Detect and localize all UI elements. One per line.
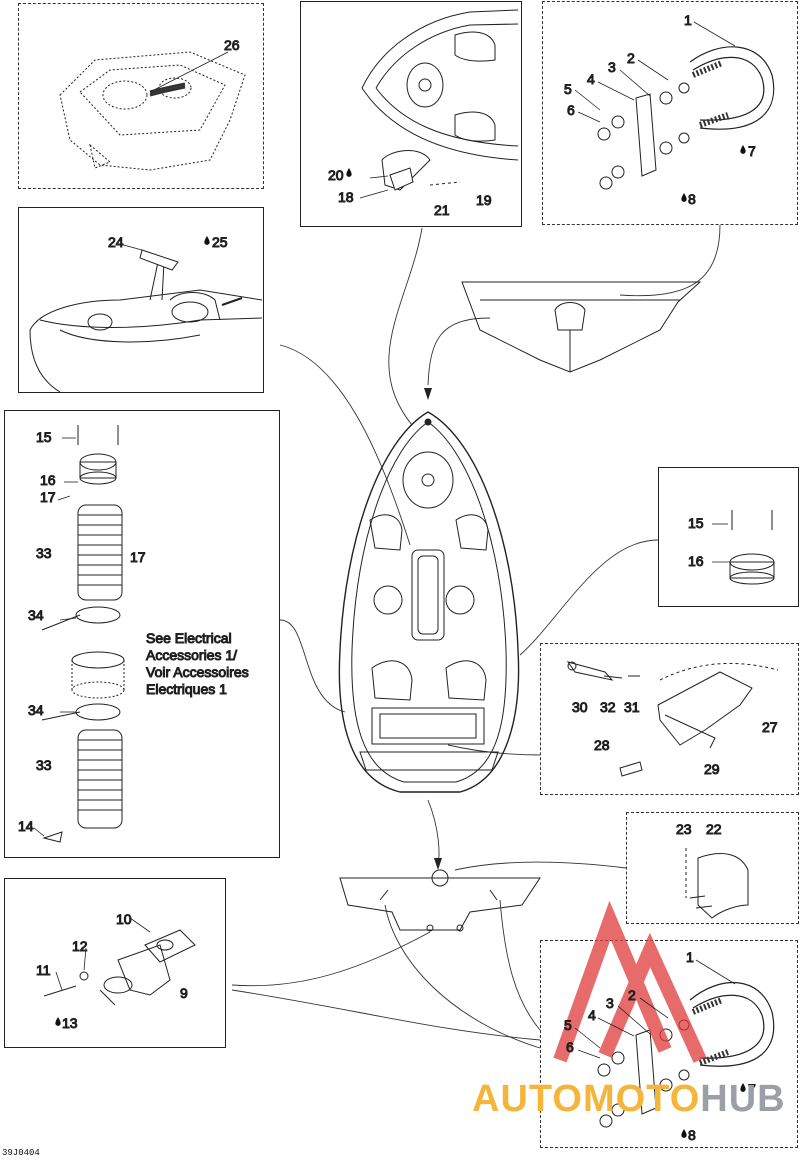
rear-eye-top-drawing bbox=[597, 46, 775, 190]
droplet-icon bbox=[346, 168, 352, 177]
callout-d-10: 10 bbox=[116, 911, 132, 927]
console-tray-drawing bbox=[59, 51, 246, 171]
droplet-icon bbox=[204, 236, 210, 245]
watermark-part-1: AUTOMOTO bbox=[472, 1078, 701, 1120]
callout-tr-6: 6 bbox=[567, 102, 575, 118]
droplet-icons bbox=[55, 145, 746, 1138]
droplet-icon bbox=[740, 145, 746, 154]
callout-mr-16: 16 bbox=[688, 553, 704, 569]
steering-cover-drawing bbox=[29, 249, 263, 393]
note-line-1: See Electrical bbox=[146, 630, 232, 646]
callout-f-30: 30 bbox=[572, 699, 588, 715]
hull-drawing bbox=[338, 411, 520, 793]
callout-d-13: 13 bbox=[62, 1015, 78, 1031]
callout-tr-5: 5 bbox=[564, 81, 572, 97]
callout-br-8: 8 bbox=[688, 1127, 696, 1143]
callout-tr-1: 1 bbox=[684, 12, 692, 28]
panel-ventilation bbox=[4, 410, 280, 858]
panel-rear-eye-top bbox=[542, 1, 798, 225]
callout-d-9: 9 bbox=[180, 985, 188, 1001]
callout-l-17a: 17 bbox=[40, 489, 56, 505]
callout-br-7: 7 bbox=[748, 1081, 756, 1097]
callout-24: 24 bbox=[108, 234, 124, 250]
callout-l-17b: 17 bbox=[130, 549, 146, 565]
callout-f-27: 27 bbox=[762, 719, 778, 735]
callout-l-33a: 33 bbox=[36, 545, 52, 561]
watermark-text: AUTOMOTOHUB bbox=[472, 1078, 786, 1121]
note-line-4: Electriques 1 bbox=[146, 681, 227, 697]
droplet-icon bbox=[681, 193, 687, 202]
front-hatch-drawing bbox=[361, 9, 519, 191]
callout-21: 21 bbox=[434, 202, 450, 218]
callout-leaders bbox=[33, 21, 736, 1059]
callout-l-15: 15 bbox=[36, 429, 52, 445]
callout-f-28: 28 bbox=[594, 737, 610, 753]
callout-f-32: 32 bbox=[600, 699, 616, 715]
watermark-part-2: HUB bbox=[700, 1078, 786, 1120]
callout-26: 26 bbox=[224, 37, 240, 53]
panel-vent-cap bbox=[658, 467, 799, 607]
callout-d-12: 12 bbox=[72, 938, 88, 954]
callout-tr-2: 2 bbox=[627, 50, 635, 66]
arrow-heads bbox=[424, 388, 442, 870]
callout-tr-4: 4 bbox=[587, 71, 595, 87]
bracket-drawing bbox=[685, 848, 749, 919]
callout-br-1: 1 bbox=[686, 949, 694, 965]
callout-br-2: 2 bbox=[628, 987, 636, 1003]
callout-20: 20 bbox=[328, 167, 344, 183]
callout-l-33b: 33 bbox=[36, 757, 52, 773]
callout-d-11: 11 bbox=[36, 962, 51, 978]
callout-l-34a: 34 bbox=[28, 607, 44, 623]
stern-drawing bbox=[339, 869, 541, 932]
drawing-code: 39J0404 bbox=[2, 1148, 40, 1158]
hose-bottom bbox=[77, 729, 123, 829]
callout-l-34b: 34 bbox=[28, 702, 44, 718]
callout-25: 25 bbox=[212, 234, 228, 250]
note-line-3: Voir Accessoires bbox=[146, 664, 249, 680]
callout-tr-8: 8 bbox=[688, 191, 696, 207]
callout-br-3: 3 bbox=[606, 995, 614, 1011]
connector-lines bbox=[231, 224, 721, 1049]
callout-l-14: 14 bbox=[18, 818, 34, 834]
ventilation-drawing bbox=[41, 425, 125, 843]
callout-tr-7: 7 bbox=[748, 143, 756, 159]
callout-f-31: 31 bbox=[624, 699, 640, 715]
droplet-icon bbox=[740, 1083, 746, 1092]
droplet-icon bbox=[681, 1129, 687, 1138]
panel-drain-plug bbox=[4, 878, 226, 1048]
callout-mr-15: 15 bbox=[688, 515, 704, 531]
callout-18: 18 bbox=[338, 189, 354, 205]
hose-top bbox=[77, 504, 123, 601]
callout-labels: 26 24 25 20 18 19 21 1 2 3 4 5 6 7 8 15 … bbox=[18, 12, 779, 1144]
front-deck-drawing bbox=[461, 281, 702, 373]
drain-plug-drawing bbox=[43, 929, 196, 1006]
callout-br-4: 4 bbox=[588, 1007, 596, 1023]
callout-br-5: 5 bbox=[564, 1017, 572, 1033]
watermark-logo bbox=[553, 900, 707, 1063]
callout-19: 19 bbox=[476, 192, 492, 208]
callout-br-6: 6 bbox=[566, 1039, 574, 1055]
note-line-2: Accessories 1/ bbox=[146, 647, 237, 663]
panel-steering-cover bbox=[18, 207, 264, 393]
callout-b-23: 23 bbox=[676, 821, 692, 837]
vent-cap-drawing bbox=[729, 510, 775, 585]
callout-l-16: 16 bbox=[40, 472, 56, 488]
panel-bracket bbox=[626, 812, 799, 924]
callout-f-29: 29 bbox=[704, 761, 720, 777]
panel-console-tray bbox=[18, 3, 264, 189]
callout-tr-3: 3 bbox=[608, 59, 616, 75]
callout-b-22: 22 bbox=[706, 821, 722, 837]
fuel-guard-drawing bbox=[566, 661, 779, 777]
droplet-icon bbox=[55, 1017, 61, 1026]
panel-fuel-guard bbox=[540, 643, 799, 795]
